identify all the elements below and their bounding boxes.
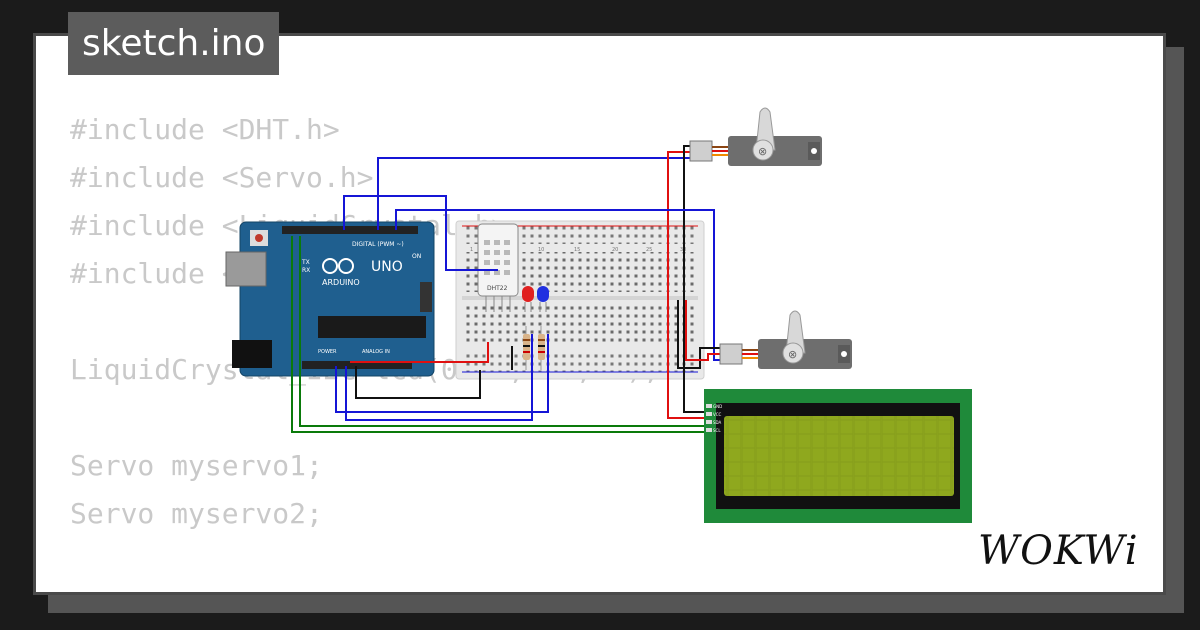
rx-label: RX [302,267,310,274]
lcd-pin-label: GND [713,404,722,409]
bb-col-label: 20 [612,247,618,253]
wire-sda [299,236,710,427]
atmega-chip [318,316,426,338]
lcd-pin-label: VCC [713,412,722,417]
usb-port [225,251,267,287]
wire-servo1-vcc [667,151,716,419]
wire-servo2-gnd [677,300,724,369]
tx-label: TX [301,259,310,266]
resistor-1[interactable] [523,326,530,370]
servo-gear-icon: ⊗ [788,348,797,361]
wires [291,145,724,433]
code-line: Servo myservo1; [70,449,323,482]
wire-dht-data [343,195,498,271]
dht22-label: DHT22 [487,285,508,292]
resistor-2[interactable] [538,326,545,370]
analog-label: ANALOG IN [362,349,390,355]
digital-label: DIGITAL (PWM ~) [352,241,404,248]
arduino-model-label: UNO [371,259,403,275]
servo-gear-icon: ⊗ [758,145,767,158]
bb-col-label: 1 [470,247,473,253]
lcd-pin-label: SDA [713,420,722,425]
bb-col-label: 10 [538,247,544,253]
code-line: #include <DHT.h> [70,113,340,146]
wire-servo2-signal [395,209,724,361]
wire-led-blue [335,334,549,413]
servo-motor-1[interactable]: ⊗ [689,107,822,166]
code-line: #include <Servo.h> [70,161,374,194]
servo-motor-2[interactable]: ⊗ [719,310,852,369]
lcd-pin-label: SCL [713,428,721,433]
on-label: ON [412,253,421,260]
digital-header [282,226,418,234]
power-analog-header [302,361,412,369]
code-line: Servo myservo2; [70,497,323,530]
file-tab[interactable]: sketch.ino [68,12,280,75]
bb-col-label: 15 [574,247,580,253]
wire-servo1-signal [377,157,690,230]
wire-scl [291,236,710,433]
led-red[interactable] [522,286,534,312]
dht22-sensor[interactable]: DHT22 [477,223,519,312]
arduino-logo-icon [322,258,354,274]
power-label: POWER [318,349,337,355]
arduino-uno-board[interactable]: DIGITAL (PWM ~) POWER ANALOG IN TX RX ON… [225,221,435,377]
wire-gnd [355,366,481,399]
bb-col-label: 25 [646,247,652,253]
wire-led-red [345,334,533,421]
lcd-display[interactable]: GND VCC SDA SCL [704,389,972,523]
arduino-brand-label: ARDUINO [322,278,360,287]
wire-servo1-gnd [683,145,716,413]
power-jack [232,340,272,368]
wokwi-logo: WOKWi [978,528,1139,574]
wire-5v [350,342,489,363]
led-blue[interactable] [537,286,549,312]
wire-servo2-vcc [685,300,724,361]
